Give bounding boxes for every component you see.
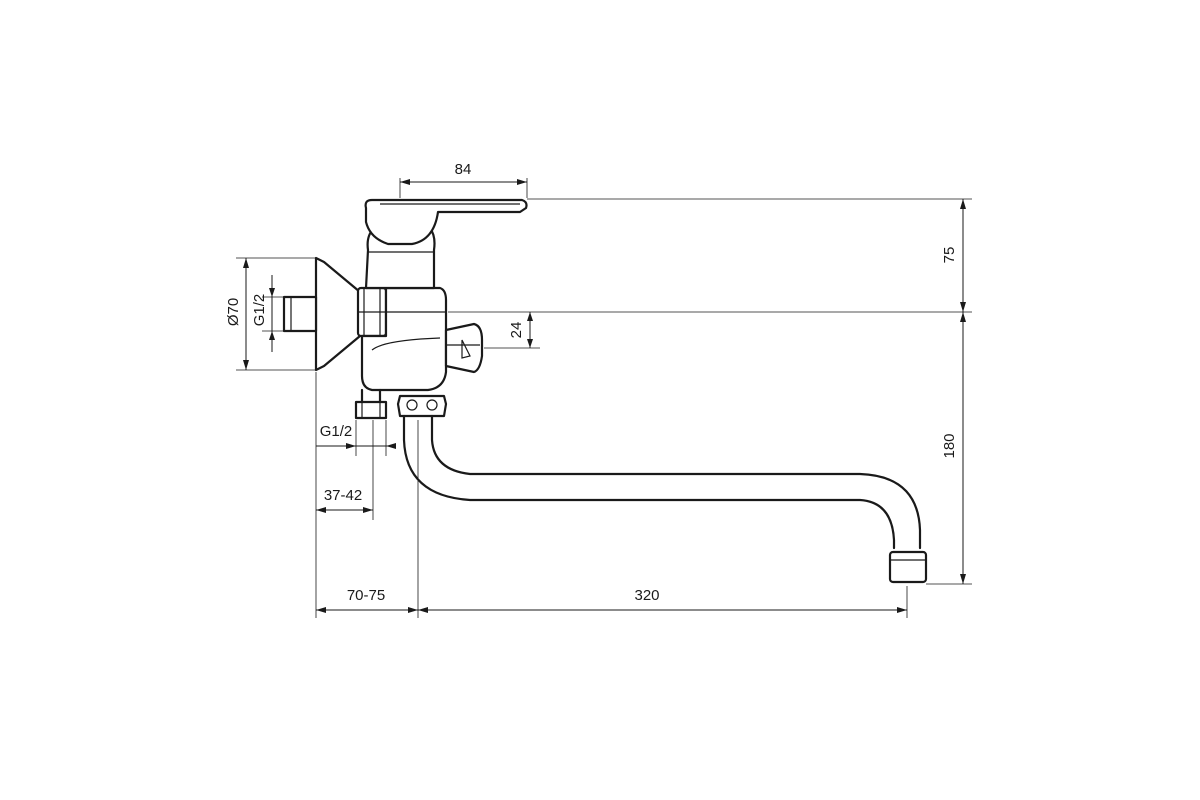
dimension-lines [243,179,966,613]
dim-g12-side-label: G1/2 [251,294,268,327]
faucet-body-group [282,198,928,584]
dim-84-label: 84 [455,161,472,178]
dim-37-42-label: 37-42 [324,487,362,504]
shower-outlet [354,400,388,420]
inlet-pipe [282,295,318,333]
aerator [888,550,928,584]
dim-75-label: 75 [941,247,958,264]
lever-handle [364,198,528,246]
spout-tube-inner [430,414,922,550]
mixer-body [360,286,448,392]
extension-lines [236,178,972,618]
dim-320-label: 320 [634,587,659,604]
wall-flange [314,256,362,372]
diverter-knob [444,322,484,374]
dim-g12-bottom-label: G1/2 [320,423,353,440]
dim-180-label: 180 [941,433,958,458]
dim-24-label: 24 [508,322,525,339]
spout-nut [396,394,448,418]
dimension-labels: 84 75 180 24 Ø70 G1/2 G1/2 37-42 70-75 3… [225,161,958,604]
dim-d70-label: Ø70 [225,298,242,326]
spout-tube-outer [402,414,896,550]
dim-70-75-label: 70-75 [347,587,385,604]
